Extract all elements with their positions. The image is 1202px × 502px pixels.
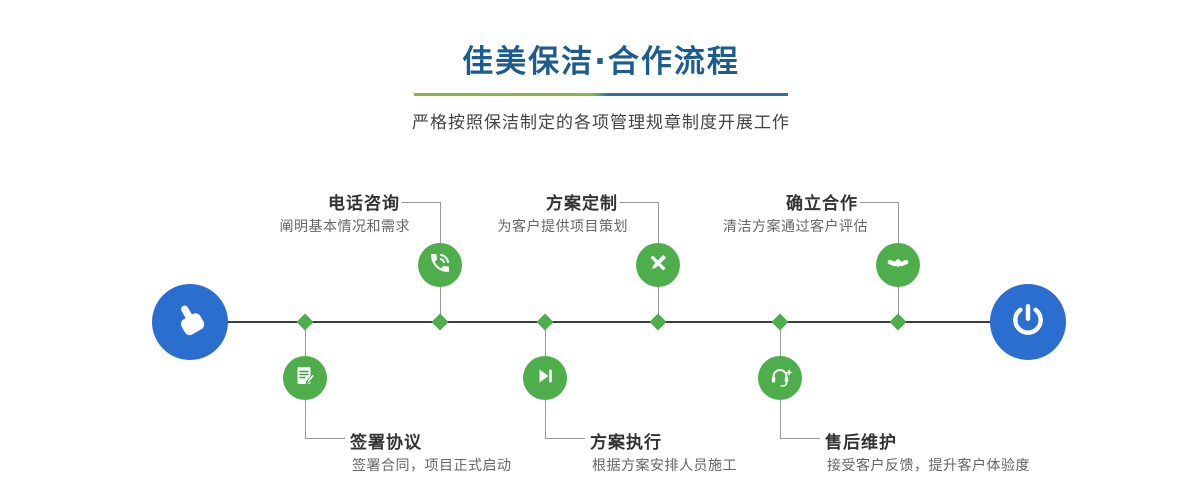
step-title: 售后维护 xyxy=(825,433,897,453)
timeline-node-diamond xyxy=(771,313,789,331)
step-desc: 根据方案安排人员施工 xyxy=(592,458,737,474)
step-desc: 为客户提供项目策划 xyxy=(497,219,628,235)
connector-line xyxy=(440,287,441,322)
connector-line xyxy=(780,324,781,356)
timeline-node-diamond xyxy=(889,313,907,331)
power-icon xyxy=(1009,301,1047,343)
timeline-end-node xyxy=(990,284,1066,360)
step-icon-circle xyxy=(758,356,802,400)
connector-line xyxy=(658,202,659,243)
connector-line xyxy=(305,324,306,356)
step-icon-circle xyxy=(418,243,462,287)
step-title: 方案定制 xyxy=(546,194,618,214)
timeline-node-diamond xyxy=(431,313,449,331)
connector-line xyxy=(780,438,820,439)
timeline-node-diamond xyxy=(649,313,667,331)
document-sign-icon xyxy=(293,364,317,392)
step-title: 签署协议 xyxy=(350,433,422,453)
handshake-icon xyxy=(886,251,910,279)
step-desc: 接受客户反馈，提升客户体验度 xyxy=(827,458,1030,474)
headset-icon xyxy=(768,364,792,392)
connector-line xyxy=(440,202,441,243)
connector-line xyxy=(305,438,345,439)
process-timeline-line xyxy=(190,321,1028,323)
phone-icon xyxy=(428,251,452,279)
connector-line xyxy=(780,400,781,439)
connector-line xyxy=(898,287,899,322)
play-icon xyxy=(533,364,557,392)
step-title: 方案执行 xyxy=(590,433,662,453)
page-title: 佳美保洁·合作流程 xyxy=(462,44,740,80)
connector-line xyxy=(860,202,898,203)
step-icon-circle xyxy=(636,243,680,287)
connector-line xyxy=(402,202,440,203)
step-desc: 阐明基本情况和需求 xyxy=(279,219,410,235)
timeline-node-diamond xyxy=(296,313,314,331)
connector-line xyxy=(305,400,306,439)
connector-line xyxy=(658,287,659,322)
connector-line xyxy=(545,324,546,356)
connector-line xyxy=(620,202,658,203)
connector-line xyxy=(545,438,585,439)
pointing-hand-icon xyxy=(171,301,209,343)
step-icon-circle xyxy=(283,356,327,400)
step-icon-circle xyxy=(523,356,567,400)
timeline-start-node xyxy=(152,284,228,360)
step-title: 确立合作 xyxy=(786,194,858,214)
page-subtitle: 严格按照保洁制定的各项管理规章制度开展工作 xyxy=(412,113,790,133)
connector-line xyxy=(545,400,546,439)
step-desc: 签署合同，项目正式启动 xyxy=(352,458,512,474)
connector-line xyxy=(898,202,899,243)
step-icon-circle xyxy=(876,243,920,287)
step-desc: 清洁方案通过客户评估 xyxy=(723,219,868,235)
pencil-ruler-icon xyxy=(646,251,670,279)
step-title: 电话咨询 xyxy=(328,194,400,214)
title-divider xyxy=(414,93,788,96)
timeline-node-diamond xyxy=(536,313,554,331)
